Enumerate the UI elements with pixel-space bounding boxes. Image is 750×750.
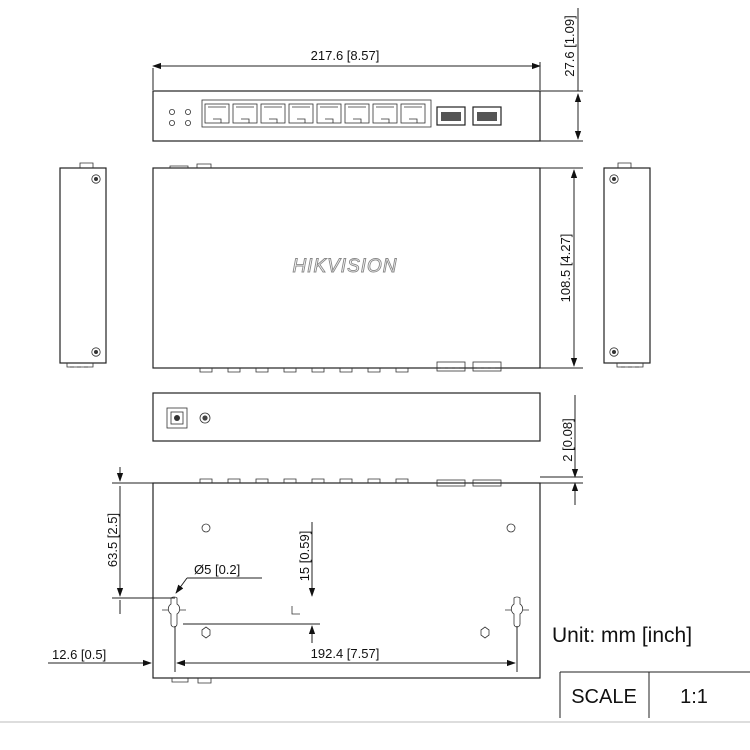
height-dimension-label: 27.6 [1.09] [562,15,577,76]
mount-offset-dimension-label: 63.5 [2.5] [105,513,120,567]
port-edge-detail [199,478,502,487]
screw-icon [91,174,101,357]
port-edge-detail [199,361,502,373]
screw-icon [609,174,619,357]
width-dimension-label: 217.6 [8.57] [311,48,380,63]
front-view: 217.6 [8.57] 27.6 [1.09] [152,8,583,142]
top-view: HIKVISION 108.5 [4.27] [152,163,583,373]
left-side-view [59,162,107,368]
scale-value: 1:1 [680,686,708,708]
unit-label: Unit: mm [inch] [552,624,692,647]
led-indicator-icon [168,109,191,127]
keyhole-slot-icon [162,596,529,628]
mount-spacing-dimension-label: 192.4 [7.57] [311,646,380,661]
gap-dimension-label: 2 [0.08] [560,418,575,461]
screw-icon [201,523,516,639]
power-jack-icon [166,407,188,429]
scale-box: SCALE 1:1 [559,671,750,718]
brand-logo: HIKVISION [292,256,397,277]
hole-spacing-dimension-label: 15 [0.59] [297,531,312,582]
bottom-view: 63.5 [2.5] Ø5 [0.2] 15 [0.59] 12.6 [0.5]… [48,467,541,684]
sfp-port-icon [436,106,502,126]
hole-diameter-leader [175,577,188,594]
depth-dimension-label: 108.5 [4.27] [558,234,573,303]
left-side-panel [59,167,107,364]
hole-diameter-label: Ø5 [0.2] [194,562,240,577]
rear-panel [152,392,541,442]
right-side-view [603,162,651,368]
right-side-panel [603,167,651,364]
scale-label: SCALE [571,686,637,708]
screw-icon [199,412,211,424]
rear-view: 2 [0.08] [152,392,583,505]
side-offset-dimension-label: 12.6 [0.5] [52,647,106,662]
top-panel [152,167,541,369]
rj45-port-icon [201,99,432,128]
bottom-panel [152,482,541,679]
